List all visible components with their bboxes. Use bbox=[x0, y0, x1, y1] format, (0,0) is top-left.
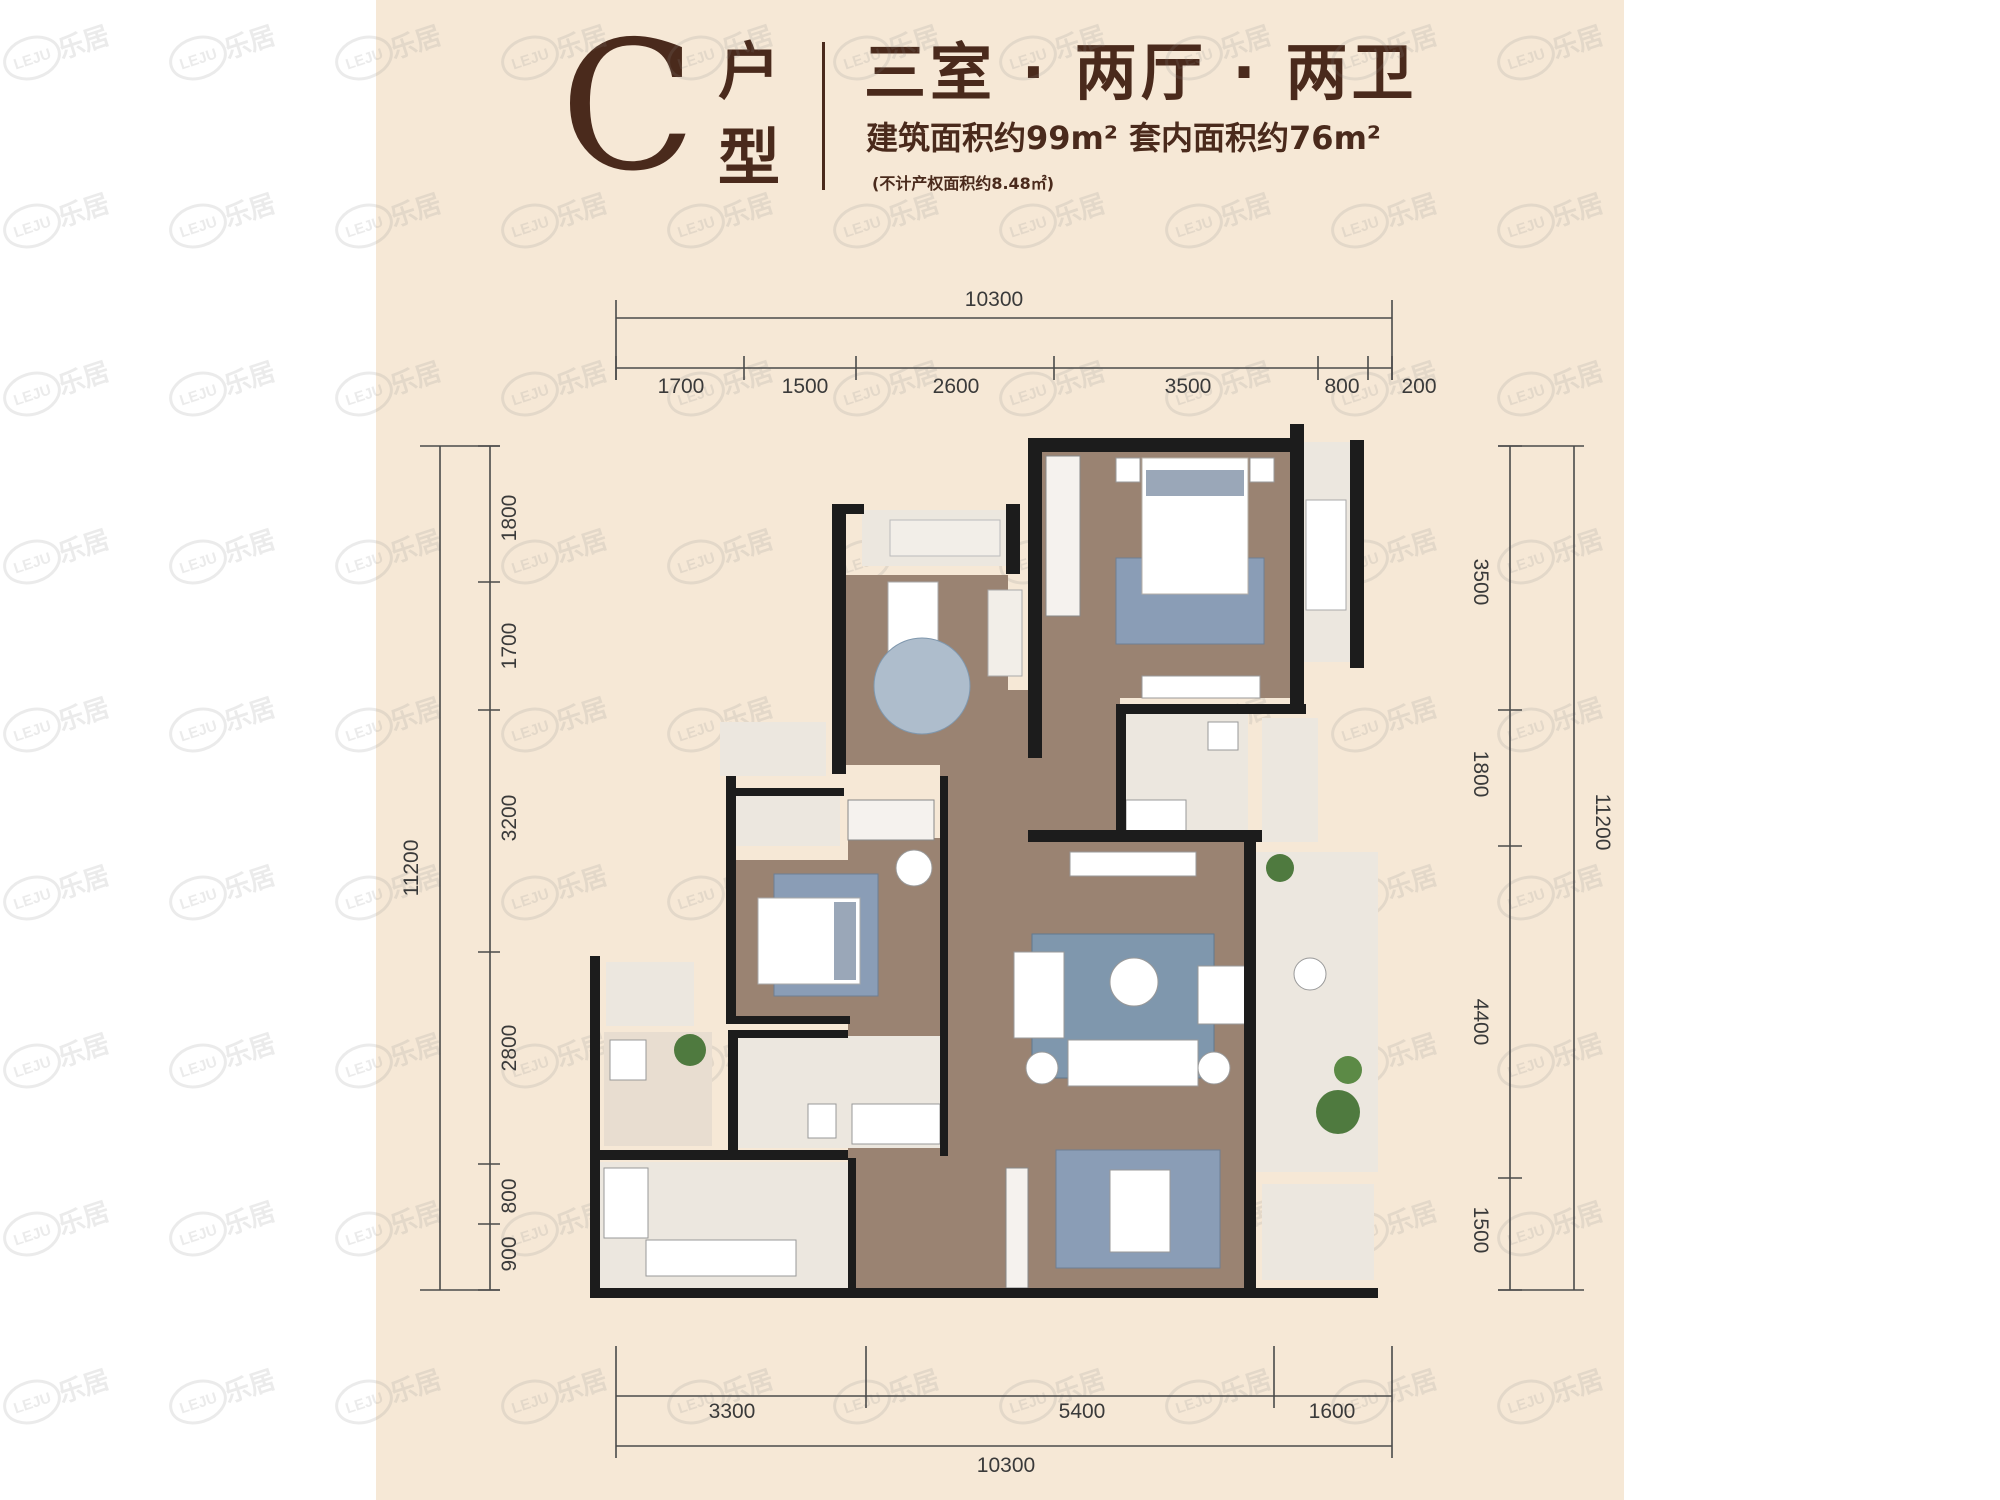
wall-master-bottom bbox=[1028, 830, 1262, 842]
ac-platform-5 bbox=[732, 790, 840, 846]
wall-left-kitchen bbox=[590, 956, 600, 1296]
master-bath-vanity bbox=[1125, 799, 1187, 833]
ac-platform-2 bbox=[1262, 718, 1318, 842]
header-divider bbox=[822, 42, 825, 190]
unit-type-char-xing: 型 bbox=[718, 121, 781, 194]
living-balcony-floor bbox=[1254, 852, 1378, 1172]
dim-left-1: 1800 bbox=[498, 495, 521, 542]
area-note: (不计产权面积约8.48㎡) bbox=[872, 174, 1055, 193]
dimension-labels: 10300 1700 1500 2600 3500 800 200 3300 5… bbox=[400, 288, 1614, 1477]
wall-second-bottom bbox=[726, 1016, 850, 1024]
plant-2 bbox=[1334, 1056, 1362, 1084]
wall-guestbath-top bbox=[728, 1030, 848, 1038]
layout-title: 三室 · 两厅 · 两卫 bbox=[864, 36, 1418, 109]
ac-platform-1 bbox=[720, 722, 826, 776]
armchair-left bbox=[1013, 951, 1065, 1039]
dim-top-3: 2600 bbox=[933, 375, 980, 398]
washer bbox=[609, 1039, 647, 1081]
dim-left-5: 800 bbox=[498, 1178, 521, 1213]
wall-master-left bbox=[1028, 438, 1042, 758]
wall-master-right bbox=[1290, 424, 1304, 708]
dressing-stool bbox=[895, 849, 933, 887]
armchair-right bbox=[1197, 965, 1247, 1025]
dim-left-3: 3200 bbox=[498, 795, 521, 842]
dim-right-2: 1800 bbox=[1469, 751, 1492, 798]
study-rug bbox=[873, 637, 971, 735]
area-line: 建筑面积约99m² 套内面积约76m² bbox=[866, 119, 1381, 157]
wall-study-left bbox=[832, 504, 846, 774]
ac-platform-3 bbox=[1262, 1184, 1374, 1280]
dim-top-1: 1700 bbox=[658, 375, 705, 398]
living-sofa bbox=[1067, 1039, 1199, 1087]
walls bbox=[590, 424, 1378, 1298]
nightstand-right bbox=[1249, 457, 1275, 483]
wardrobe-second bbox=[847, 799, 935, 841]
wall-master-top bbox=[1028, 438, 1304, 452]
wall-masterbath-left bbox=[1116, 704, 1126, 840]
dim-top-4: 3500 bbox=[1165, 375, 1212, 398]
second-bed-pillow bbox=[834, 902, 856, 980]
wall-entry bbox=[848, 1158, 856, 1288]
wall-master-right-outer bbox=[1350, 440, 1364, 668]
tv-cabinet-master bbox=[1141, 675, 1261, 699]
wardrobe-master bbox=[1045, 455, 1081, 617]
kitchen-counter bbox=[645, 1239, 797, 1277]
wall-guestbath-left bbox=[728, 1030, 738, 1160]
side-table-left bbox=[1025, 1051, 1059, 1085]
wall-second-left bbox=[726, 776, 736, 1024]
entry-floor bbox=[848, 1150, 988, 1296]
furniture bbox=[603, 455, 1362, 1289]
wall-corridor bbox=[940, 776, 948, 1156]
shoe-cabinet bbox=[1005, 1167, 1029, 1289]
dim-right-4: 1500 bbox=[1469, 1207, 1492, 1254]
dim-top-6: 200 bbox=[1401, 375, 1436, 398]
wall-kitchen-top bbox=[590, 1150, 848, 1160]
master-bed-pillow bbox=[1146, 470, 1244, 496]
plant-3 bbox=[1266, 854, 1294, 882]
dim-bottom-2: 5400 bbox=[1059, 1400, 1106, 1423]
wall-masterbath-top bbox=[1116, 704, 1306, 714]
unit-type-letter: C bbox=[560, 3, 697, 210]
kitchen-fridge bbox=[603, 1167, 649, 1239]
plant-4 bbox=[674, 1034, 706, 1066]
dim-left-total: 11200 bbox=[400, 840, 423, 897]
dim-right-1: 3500 bbox=[1469, 559, 1492, 606]
guest-bath-vanity bbox=[851, 1103, 941, 1145]
dim-bottom-3: 1600 bbox=[1309, 1400, 1356, 1423]
master-toilet bbox=[1207, 721, 1239, 751]
plant-1 bbox=[1316, 1090, 1360, 1134]
coffee-table bbox=[1109, 957, 1159, 1007]
unit-type-char-hu: 户 bbox=[718, 35, 781, 108]
wall-study-right bbox=[1006, 504, 1020, 574]
dim-right-3: 4400 bbox=[1469, 999, 1492, 1046]
ac-platform-4 bbox=[606, 962, 694, 1026]
study-shelf bbox=[889, 519, 1001, 557]
dim-top-2: 1500 bbox=[782, 375, 829, 398]
dim-bottom-1: 3300 bbox=[709, 1400, 756, 1423]
master-hall-floor bbox=[1040, 698, 1120, 838]
wall-living-right bbox=[1244, 842, 1256, 1288]
dim-top-total: 10300 bbox=[965, 288, 1023, 311]
wall-second-top bbox=[726, 788, 844, 796]
guest-toilet bbox=[807, 1103, 837, 1139]
nightstand-left bbox=[1115, 457, 1141, 483]
dim-left-4: 2800 bbox=[498, 1025, 521, 1072]
wall-study-top bbox=[832, 504, 864, 514]
dim-top-5: 800 bbox=[1324, 375, 1359, 398]
study-sofa bbox=[987, 589, 1023, 677]
tv-cabinet-living bbox=[1069, 851, 1197, 877]
dimension-lines bbox=[439, 317, 1575, 1447]
dim-right-total: 11200 bbox=[1591, 794, 1614, 851]
dim-left-2: 1700 bbox=[498, 623, 521, 670]
dim-left-6: 900 bbox=[498, 1236, 521, 1271]
dim-bottom-total: 10300 bbox=[977, 1454, 1035, 1477]
balcony-lounge bbox=[1305, 499, 1347, 611]
side-table-right bbox=[1197, 1051, 1231, 1085]
dimension-ticks bbox=[420, 300, 1584, 1458]
dining-table bbox=[1109, 1169, 1171, 1253]
balcony-table bbox=[1293, 957, 1327, 991]
wall-bottom bbox=[590, 1288, 1378, 1298]
